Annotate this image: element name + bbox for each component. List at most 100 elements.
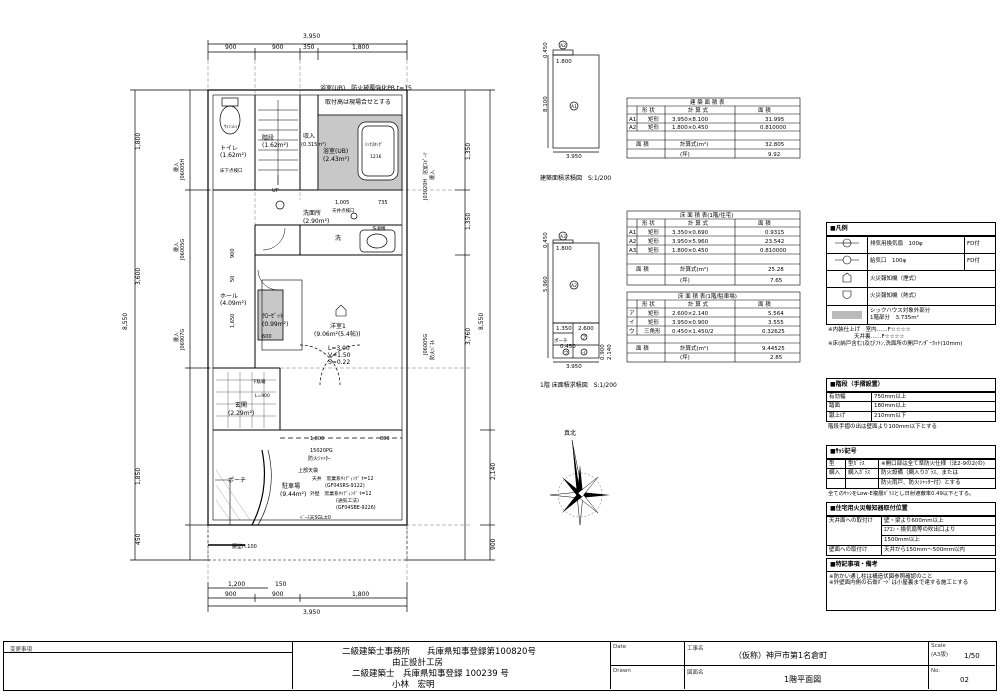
floor-area-diagram bbox=[547, 231, 600, 363]
drawing-label: 図面名 bbox=[687, 670, 704, 676]
roof-note-3: 外壁 窯業系ｻｲﾃﾞｨﾝｸﾞ t=12 bbox=[310, 490, 372, 497]
dim-left-2: 3,600 bbox=[135, 268, 142, 285]
office-line-1: 二級建築士事務所 兵庫県知事登録第100820号 bbox=[342, 647, 536, 657]
stair-key: 踏面 bbox=[826, 401, 872, 413]
legend-row: 給気口 100φ FD付 bbox=[826, 252, 996, 271]
fa2-h-area: 面 積 bbox=[758, 300, 771, 308]
dim-top-total: 3,950 bbox=[303, 33, 320, 40]
date-cell: Date bbox=[610, 642, 685, 666]
dim-bottom-2: 900 bbox=[272, 591, 284, 598]
fa2-r1-area: 5.564 bbox=[768, 311, 784, 317]
fa2-h-formula: 計 算 式 bbox=[688, 300, 708, 308]
ceiling-hatch: 天井点検口 bbox=[332, 207, 355, 214]
fa-dim-5: 0.450 bbox=[560, 344, 576, 350]
sash-row: 網入網入ｶﾞﾗｽ防火設備（網入りｶﾞﾗｽ、または bbox=[826, 468, 996, 480]
dim-bottom-1: 900 bbox=[225, 591, 237, 598]
fa-label-a3: A3 bbox=[560, 234, 566, 240]
ba-label-a1: A1 bbox=[571, 104, 577, 110]
stair-val: 180mm以上 bbox=[871, 401, 996, 413]
fence: 腰壁H.100 bbox=[232, 543, 257, 550]
dim-left-3: 1,850 bbox=[135, 468, 142, 485]
inner-dim-3: 1,800 bbox=[310, 436, 324, 442]
ba-tsubo-value: 9.92 bbox=[768, 152, 780, 158]
room-stairs: 階段 bbox=[262, 134, 274, 142]
stair-note: 階段手摺の出は壁面より100mm以下とする bbox=[828, 424, 937, 431]
drawing-cell: 図面名 1階平面図 bbox=[684, 666, 929, 689]
stair-title: ■階段（手摺設置） bbox=[826, 378, 996, 392]
office-cell: 二級建築士事務所 兵庫県知事登録第100820号 由正設計工房 二級建築士 兵庫… bbox=[292, 642, 611, 690]
dim-top-2: 900 bbox=[272, 44, 284, 51]
fa2-r3-shape: 三角形 bbox=[644, 327, 661, 335]
number-cell: No. 02 bbox=[928, 666, 995, 689]
sash-type: 型ｶﾞﾗｽ bbox=[845, 458, 879, 470]
inner-dim-8: 600 bbox=[262, 334, 272, 340]
legend-note: FD付 bbox=[964, 235, 996, 254]
room-storage: 収入 bbox=[303, 133, 315, 140]
ba-total-formula: 計算式(m²) bbox=[680, 140, 708, 148]
building-area-table bbox=[626, 97, 801, 159]
number-label: No. bbox=[931, 668, 941, 674]
ba-r2-formula: 1.800×0.450 bbox=[672, 125, 709, 131]
legend-row: 火災報知機（煙式） bbox=[826, 269, 996, 289]
fa1-r2-id: A2 bbox=[629, 239, 636, 245]
window-code-3: J06005G bbox=[180, 239, 186, 261]
base-level: ﾍﾞｰｽ天SGL±0 bbox=[300, 514, 331, 521]
right-label-1: 浴室ｽﾎﾟｰﾂ bbox=[422, 152, 429, 175]
stair-up: UP bbox=[272, 188, 279, 194]
dim-right-2: 1,350 bbox=[465, 213, 472, 230]
fa-label-ウ: ウ bbox=[564, 349, 569, 356]
sash-table: 型型ｶﾞﾗｽ※開口部は全て準防火仕様（法2-9の2(の) 網入網入ｶﾞﾗｽ防火設… bbox=[826, 458, 996, 490]
project-cell: 工事名 （仮称）神戸市第1名倉町 bbox=[684, 642, 929, 666]
fa2-r2-area: 3.555 bbox=[768, 320, 784, 326]
fa1-total-value: 25.28 bbox=[768, 267, 784, 273]
drawn-cell: Drawn bbox=[610, 666, 685, 689]
alarm-val: 天井から150mm～500mm以内 bbox=[881, 545, 996, 556]
fa1-r3-area: 0.810000 bbox=[760, 248, 787, 254]
dim-top-1: 900 bbox=[225, 44, 237, 51]
inner-dim-7: 1,650 bbox=[230, 314, 236, 328]
sick-house-2: 1階部分 3.735m² bbox=[870, 315, 919, 322]
room-western: 洋室1 bbox=[330, 322, 346, 330]
sash-type: 網入ｶﾞﾗｽ bbox=[845, 468, 879, 480]
toilet-box: 床下点検口 bbox=[220, 167, 243, 174]
fa1-h-shape: 形 状 bbox=[642, 219, 655, 227]
ba-r1-area: 31.995 bbox=[765, 117, 785, 123]
alarm-key: 壁面への取付け bbox=[826, 545, 882, 556]
fa1-r1-area: 0.9315 bbox=[765, 230, 785, 236]
alarm-row: 壁面への取付け天井から150mm～500mm以内 bbox=[826, 545, 996, 556]
plan-labels: 3,950 900 900 350 1,800 900 900 1,800 3,… bbox=[122, 33, 497, 616]
alarm-val: ｴｱｺﾝ・換気扇等の吹出口より bbox=[881, 525, 996, 537]
dim-bottom-3: 1,800 bbox=[352, 591, 369, 598]
dim-left-total: 8,550 bbox=[122, 313, 129, 330]
drawing-name: 1階平面図 bbox=[784, 675, 822, 684]
vent-label-3: 腰入 bbox=[174, 332, 180, 342]
roof-note-2: (GF04SRS-9122) bbox=[325, 483, 365, 489]
ba-dim-1: 0.450 bbox=[543, 42, 549, 58]
fa2-r2-id: イ bbox=[629, 320, 635, 326]
inner-dim-2: 735 bbox=[378, 200, 388, 206]
fa1-r1-id: A1 bbox=[629, 230, 636, 236]
title-block: 変更事項 二級建築士事務所 兵庫県知事登録第100820号 由正設計工房 二級建… bbox=[3, 641, 997, 691]
room-stairs-area: (1.62m²) bbox=[262, 142, 288, 149]
alarm-title: ■住宅用火災報知器取付位置 bbox=[826, 502, 996, 516]
room-entrance: 玄関 bbox=[235, 401, 247, 409]
alarm-row: 天井面への取付け壁・梁より600mm以上 bbox=[826, 515, 996, 527]
fa-dim-8: 3.950 bbox=[566, 364, 582, 370]
fa2-total-formula: 計算式(m²) bbox=[680, 344, 708, 352]
building-area-labels: 0.450 8.100 1.800 3.950 A2 A1 建築面積求積図 S:… bbox=[540, 42, 611, 182]
dim-left-1: 1,800 bbox=[135, 133, 142, 150]
room-parking: 駐車場 bbox=[282, 482, 300, 490]
special-body: ※防かい通し柱は構造伏図参照確認のこと ※外壁面内側の石膏ﾎﾞｰﾄﾞは小屋裏まで… bbox=[826, 571, 996, 611]
changes-label: 変更事項 bbox=[10, 647, 33, 653]
vent-label-1: 腰入 bbox=[174, 162, 180, 172]
fa2-r2-formula: 3.950×0.900 bbox=[672, 320, 709, 326]
fa1-r2-formula: 3.950×5.960 bbox=[672, 239, 709, 245]
ba-table-title: 建 築 面 積 表 bbox=[690, 98, 725, 106]
legend: ■凡例 排気用換気扇 100φ FD付 給気口 100φ FD付 火災報知機（煙… bbox=[826, 222, 996, 348]
heat-alarm-icon bbox=[826, 287, 868, 307]
dim-right-total: 8,550 bbox=[478, 313, 485, 330]
vent-label-4: 腰入 bbox=[430, 170, 436, 180]
fa2-tsubo-value: 2.85 bbox=[770, 355, 783, 361]
